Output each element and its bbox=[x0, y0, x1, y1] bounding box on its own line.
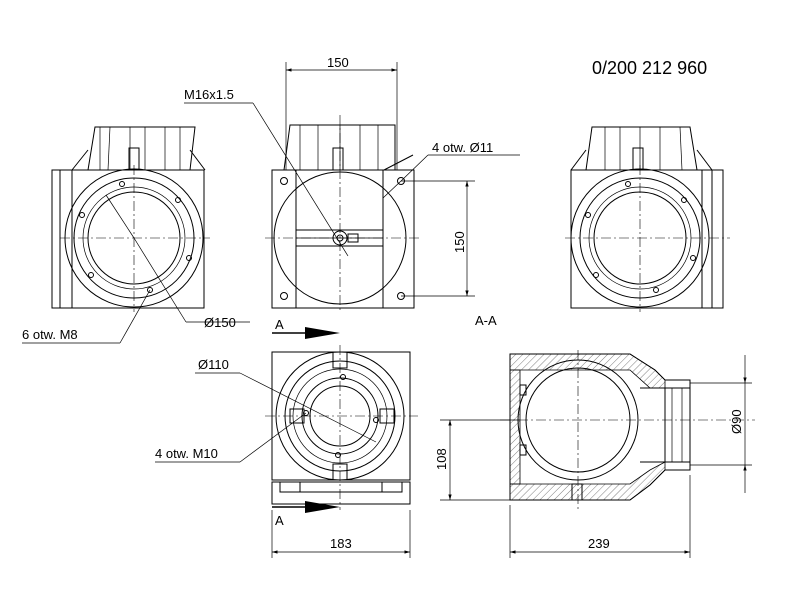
label-thread-m16: M16x1.5 bbox=[184, 87, 234, 102]
view-side-center bbox=[252, 62, 475, 312]
dim-height-108: 108 bbox=[434, 448, 449, 470]
dim-width-183: 183 bbox=[330, 536, 352, 551]
section-mark-a-bottom: A bbox=[275, 513, 284, 528]
dim-width-150: 150 bbox=[327, 55, 349, 70]
label-dia-110: Ø110 bbox=[198, 357, 229, 372]
label-holes-m10: 4 otw. M10 bbox=[155, 446, 218, 461]
view-front-left bbox=[51, 126, 210, 344]
part-number: 0/200 212 960 bbox=[592, 58, 707, 78]
view-section-aa bbox=[440, 350, 755, 558]
dim-width-239: 239 bbox=[588, 536, 610, 551]
label-dia-150: Ø150 bbox=[204, 315, 236, 330]
section-mark-a-top: A bbox=[275, 317, 284, 332]
dim-height-150: 150 bbox=[452, 231, 467, 253]
view-front-right bbox=[565, 126, 730, 312]
label-section-aa: A-A bbox=[475, 313, 497, 328]
label-holes-11: 4 otw. Ø11 bbox=[432, 140, 493, 155]
label-holes-m8: 6 otw. M8 bbox=[22, 327, 78, 342]
view-top-bottom bbox=[239, 327, 418, 558]
dim-dia-90: Ø90 bbox=[729, 409, 744, 434]
